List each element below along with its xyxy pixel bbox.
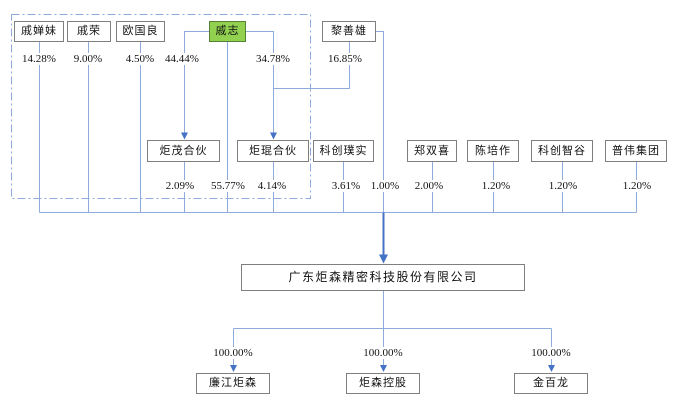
node-chenpeizuo: 陈培作 — [467, 140, 519, 162]
control-group-dashed-box — [11, 14, 311, 199]
node-lishanxiong: 黎善雄 — [322, 21, 376, 42]
pct-qizhi-in-jumao: 44.44% — [163, 53, 201, 65]
arrow-into-company — [379, 254, 388, 264]
pct-chenpeizuo: 1.20% — [479, 180, 513, 192]
pct-qizhi-direct: 55.77% — [209, 180, 247, 192]
pct-zhengshuangxi: 2.00% — [412, 180, 446, 192]
node-puwei-group: 普伟集团 — [605, 140, 667, 162]
pct-qizhi-in-jukun: 34.78% — [254, 53, 292, 65]
node-kechuang-pushi: 科创璞实 — [313, 140, 374, 162]
arrow-into-jumao — [181, 132, 188, 140]
arrow-into-jinbailong — [548, 365, 555, 372]
pct-jukun: 4.14% — [255, 180, 289, 192]
pct-qichanmei: 14.28% — [20, 53, 58, 65]
node-qizhi: 戚志 — [209, 21, 246, 42]
arrow-into-holding — [380, 365, 387, 372]
node-jukun-partnership: 炬琨合伙 — [237, 140, 309, 162]
node-zhengshuangxi: 郑双喜 — [407, 140, 457, 162]
pct-zhigu: 1.20% — [546, 180, 580, 192]
node-jinbailong: 金百龙 — [514, 373, 588, 394]
arrow-into-lianjiang — [230, 365, 237, 372]
pct-qirong: 9.00% — [71, 53, 105, 65]
node-jumao-partnership: 炬茂合伙 — [147, 140, 220, 162]
arrowheads — [181, 132, 555, 372]
node-kechuang-zhigu: 科创智谷 — [531, 140, 593, 162]
pct-puwei: 1.20% — [620, 180, 654, 192]
node-lianjiang-jusen: 廉江炬森 — [196, 373, 270, 394]
light-connectors — [39, 31, 637, 365]
arrow-into-jukun — [270, 132, 277, 140]
node-company: 广东炬森精密科技股份有限公司 — [241, 264, 525, 291]
pct-ouguoliang: 4.50% — [123, 53, 157, 65]
pct-jinbailong: 100.00% — [529, 347, 573, 359]
pct-pushi: 3.61% — [329, 180, 363, 192]
node-qirong: 戚荣 — [67, 21, 111, 42]
node-jusen-holding: 炬森控股 — [346, 373, 420, 394]
pct-holding: 100.00% — [361, 347, 405, 359]
pct-lishanxiong-direct: 1.00% — [368, 180, 402, 192]
pct-lianjiang: 100.00% — [211, 347, 255, 359]
pct-jumao: 2.09% — [163, 180, 197, 192]
node-qichanmei: 戚婵妹 — [14, 21, 64, 42]
node-ouguoliang: 欧国良 — [116, 21, 165, 42]
pct-lishanxiong-in-jukun: 16.85% — [326, 53, 364, 65]
